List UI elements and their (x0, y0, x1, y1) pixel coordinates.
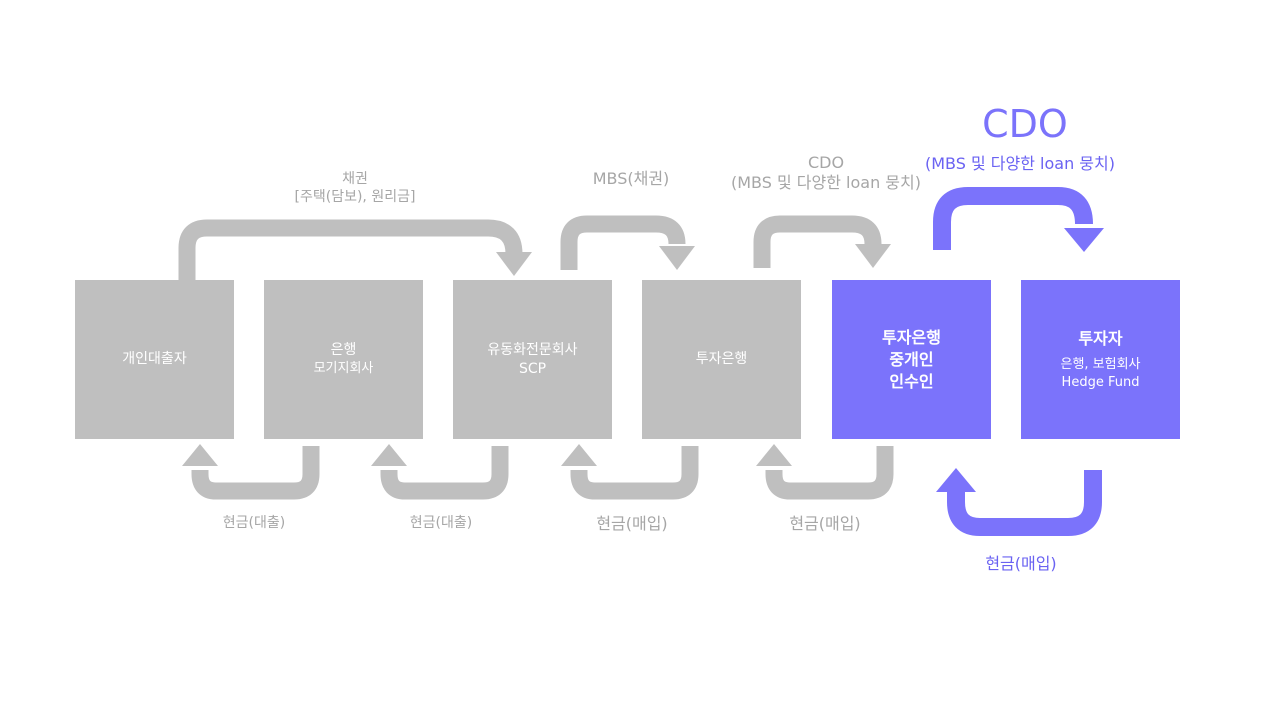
box-sublabel: 모기지회사 (313, 361, 374, 376)
label-cash-loan-1: 현금(대출) (222, 515, 286, 531)
box-sublabel: Hedge Fund (1061, 374, 1140, 390)
label-cdo-line2: (MBS 및 다양한 loan 뭉치) (731, 173, 921, 192)
box-investor: 투자자 은행, 보험회사 Hedge Fund (1021, 280, 1180, 439)
box-investment-bank-broker: 투자은행 중개인 인수인 (832, 280, 991, 439)
arrow-cdo-purple-top (933, 187, 1093, 250)
box-sublabel: 중개인 (889, 349, 934, 369)
arrow-cdo-purple-top-head (1064, 228, 1104, 252)
label-cash-purchase-1: 현금(매입) (596, 514, 668, 533)
box-sublabel: 인수인 (889, 371, 934, 391)
box-sublabel: 은행, 보험회사 (1060, 356, 1141, 372)
arrow-mbs-top-head (659, 246, 695, 270)
label-cash-purchase-purple: 현금(매입) (985, 554, 1057, 573)
label-bond-line1: 채권 (342, 171, 368, 187)
arrow-cash-2-head (371, 444, 407, 466)
box-individual-borrower: 개인대출자 (75, 280, 234, 439)
arrow-cash-1-head (182, 444, 218, 466)
label-mbs: MBS(채권) (592, 169, 670, 188)
label-bond-line2: [주택(담보), 원리금] (294, 189, 416, 205)
arrow-cash-4-head (756, 444, 792, 466)
box-investment-bank: 투자은행 (642, 280, 801, 439)
label-bond: 채권 [주택(담보), 원리금] (255, 170, 455, 206)
box-label: 개인대출자 (122, 351, 187, 367)
box-label: 투자자 (1078, 328, 1123, 348)
box-spv: 유동화전문회사 SCP (453, 280, 612, 439)
label-cdo-line1: CDO (807, 153, 845, 172)
arrow-cash-4 (765, 446, 894, 500)
arrow-cash-purple (947, 470, 1102, 536)
cdo-big-title: CDO (982, 102, 1068, 146)
arrow-bond-top (178, 219, 523, 280)
arrow-cash-1 (191, 446, 320, 500)
box-bank-mortgage: 은행 모기지회사 (264, 280, 423, 439)
label-cash-loan-2: 현금(대출) (409, 515, 473, 531)
arrow-cash-3 (570, 446, 699, 500)
arrow-cdo-top-head (855, 244, 891, 268)
box-label: 투자은행 (882, 327, 941, 347)
label-cdo-gray: CDO (MBS 및 다양한 loan 뭉치) (706, 153, 946, 193)
box-label: 투자은행 (695, 351, 748, 367)
arrow-mbs-top (560, 215, 686, 270)
box-label: 은행 (330, 342, 357, 358)
arrow-cash-3-head (561, 444, 597, 466)
label-cash-purchase-2: 현금(매입) (789, 514, 861, 533)
arrow-cdo-top (753, 215, 882, 268)
cdo-big-subtitle: (MBS 및 다양한 loan 뭉치) (925, 154, 1115, 173)
arrow-bond-top-head (496, 252, 532, 276)
box-sublabel: SCP (518, 360, 547, 377)
box-label: 유동화전문회사 (487, 341, 578, 358)
arrow-cash-purple-head (936, 468, 976, 492)
arrow-cash-2 (380, 446, 509, 500)
